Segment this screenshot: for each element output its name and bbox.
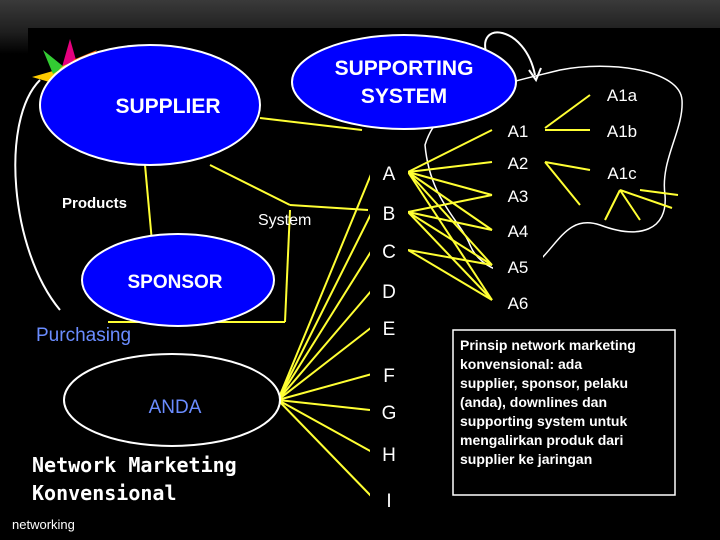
svg-text:Prinsip network marketing: Prinsip network marketing	[460, 337, 636, 353]
description-box	[452, 329, 676, 496]
svg-text:(anda), downlines dan: (anda), downlines dan	[460, 394, 607, 410]
title-line1: Network Marketing	[32, 453, 237, 477]
node-a2: A2	[508, 154, 529, 173]
downline-g: G	[382, 403, 397, 424]
sponsor-label: SPONSOR	[127, 272, 222, 293]
downline-h: H	[382, 445, 396, 466]
level3-nodes: A1a A1b A1c	[592, 80, 652, 186]
svg-text:supporting system untuk: supporting system untuk	[460, 413, 627, 429]
node-a6: A6	[508, 294, 529, 313]
purchasing-label: Purchasing	[36, 325, 131, 346]
downline-nodes: A B C D E F G H I	[370, 155, 408, 514]
downline-b: B	[383, 204, 396, 225]
description-text: Prinsip network marketing konvensional: …	[460, 337, 636, 467]
node-a1c: A1c	[607, 164, 637, 183]
return-arrow-left	[14, 79, 61, 311]
system-label: System	[258, 212, 311, 229]
anda-label: ANDA	[149, 397, 202, 418]
footer-label: networking	[12, 517, 75, 532]
level2-nodes: A1 A2 A3 A4 A5 A6	[493, 116, 543, 316]
anda-ellipse	[63, 353, 281, 447]
sponsor-ellipse	[81, 233, 275, 327]
node-a3: A3	[508, 187, 529, 206]
node-a1a: A1a	[607, 86, 638, 105]
downline-c: C	[382, 242, 396, 263]
downline-f: F	[383, 366, 395, 387]
node-a1b: A1b	[607, 122, 637, 141]
downline-d: D	[382, 282, 396, 303]
supplier-label: SUPPLIER	[115, 95, 220, 118]
supplier-ellipse	[39, 44, 261, 166]
downline-e: E	[383, 319, 396, 340]
supporting-system-ellipse	[291, 34, 517, 130]
title-line2: Konvensional	[32, 481, 177, 505]
supporting-system-line2: SYSTEM	[361, 85, 447, 108]
svg-text:mengalirkan produk dari: mengalirkan produk dari	[460, 432, 623, 448]
node-a5: A5	[508, 258, 529, 277]
downline-i: I	[386, 491, 391, 512]
products-label: Products	[62, 195, 127, 212]
node-a1: A1	[508, 122, 529, 141]
node-a4: A4	[508, 222, 529, 241]
downline-a: A	[383, 164, 396, 185]
svg-text:supplier ke jaringan: supplier ke jaringan	[460, 451, 592, 467]
svg-text:konvensional: ada: konvensional: ada	[460, 356, 582, 372]
loop-arrow-top	[484, 31, 536, 76]
supporting-system-line1: SUPPORTING	[335, 57, 474, 80]
svg-text:supplier, sponsor, pelaku: supplier, sponsor, pelaku	[460, 375, 628, 391]
